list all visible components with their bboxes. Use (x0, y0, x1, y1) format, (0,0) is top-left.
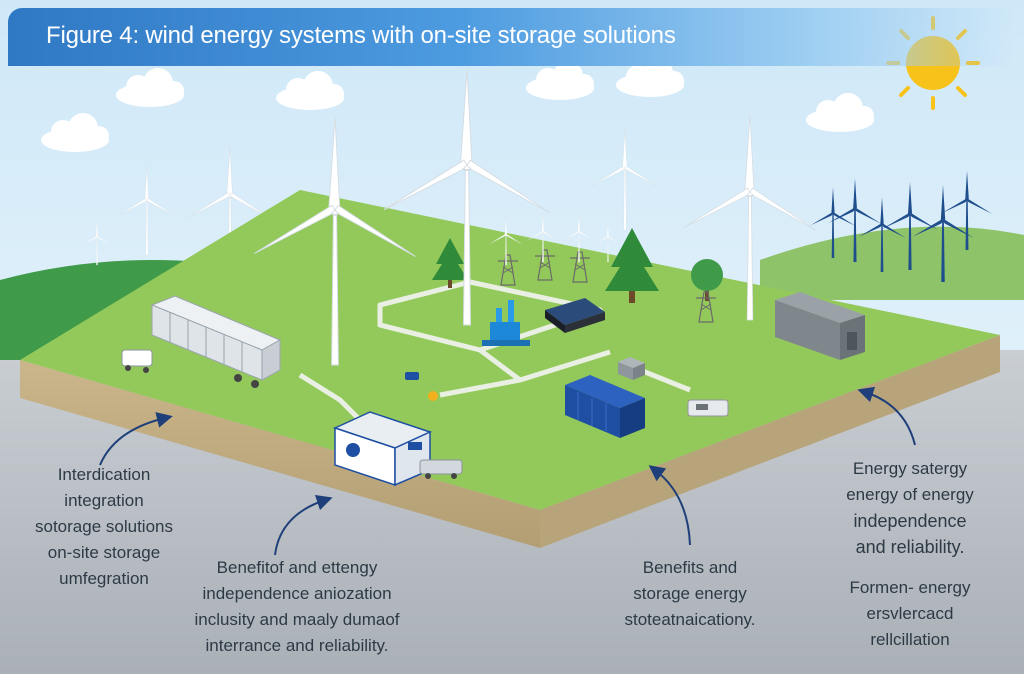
caption-line: Formen- energy (849, 578, 971, 597)
tree-icon (691, 259, 723, 301)
caption-line: umfegration (59, 569, 149, 588)
caption-line: sotorage solutions (35, 517, 173, 536)
caption-line: Interdication (57, 465, 151, 484)
soil-side-left (20, 360, 540, 548)
marker-icon (405, 372, 438, 401)
inverter-icon (618, 357, 645, 380)
battery-container-icon (545, 298, 605, 333)
caption-line: and reliability. (855, 537, 965, 557)
grass-platform (20, 190, 1000, 510)
caption-line: storage energy (633, 584, 747, 603)
caption-line: energy of energy (846, 485, 974, 504)
caption-line: inclusity and maaly dumaof (194, 610, 400, 629)
battery-container-icon (150, 295, 282, 388)
vehicle-icon (121, 349, 153, 373)
caption-right-bottom: Formen- energy ersvlercacd rellcillation (820, 575, 1000, 653)
title-bar (8, 8, 1016, 66)
caption-line: Energy satergy (852, 459, 968, 478)
caption-line: independence (853, 511, 967, 531)
arrow-icon (99, 412, 173, 466)
caption-left: Interdication integration sotorage solut… (14, 462, 194, 592)
vehicle-icon (419, 459, 463, 479)
arrow-icon (857, 386, 916, 446)
caption-line: on-site storage (47, 543, 161, 562)
caption-right-middle: Benefits and storage energy stoteatnaica… (600, 555, 780, 633)
caption-line: interrance and reliability. (205, 636, 389, 655)
caption-line: Benefitof and ettengy (216, 558, 378, 577)
arrow-icon (648, 465, 691, 546)
access-paths (298, 279, 691, 422)
soil-side-right (540, 335, 1000, 548)
battery-container-icon (565, 375, 645, 438)
caption-line: integration (64, 491, 144, 510)
right-hill (760, 226, 1024, 300)
caption-line: rellcillation (870, 630, 950, 649)
substation-icon (482, 300, 530, 346)
caption-line: independence aniozation (202, 584, 392, 603)
transformer-icon (687, 399, 729, 417)
caption-middle: Benefitof and ettengy independence anioz… (172, 555, 422, 659)
figure-title: Figure 4: wind energy systems with on-si… (46, 22, 676, 49)
caption-line: Benefits and (642, 558, 738, 577)
arrow-icon (274, 494, 333, 556)
building-icon (775, 292, 865, 360)
caption-line: ersvlercacd (866, 604, 954, 623)
caption-right-top: Energy satergy energy of energy independ… (820, 456, 1000, 560)
caption-line: stoteatnaicationy. (624, 610, 756, 629)
